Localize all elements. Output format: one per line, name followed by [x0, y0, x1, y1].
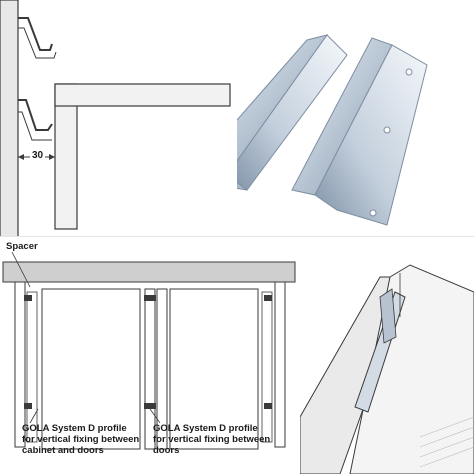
perspective-drawing [300, 264, 474, 474]
spacer-bracket-pair-icon [237, 34, 428, 226]
dimension-label: 30 [30, 150, 46, 161]
profile-label-left: GOLA System D profile for vertical fixin… [22, 423, 140, 456]
horizontal-divider [0, 236, 474, 237]
spacer-label: Spacer [6, 241, 38, 252]
profile-label-right: GOLA System D profile for vertical fixin… [153, 423, 271, 456]
perspective-view [300, 237, 474, 474]
wall-detail-drawing [0, 0, 231, 237]
wall-cabinet-detail: 30 [0, 0, 237, 237]
gola-profile-section-icon [2, 251, 296, 450]
section-drawing: Spacer GOLA System D profile for vertica… [0, 237, 300, 474]
spacer-bracket-render [237, 0, 474, 237]
